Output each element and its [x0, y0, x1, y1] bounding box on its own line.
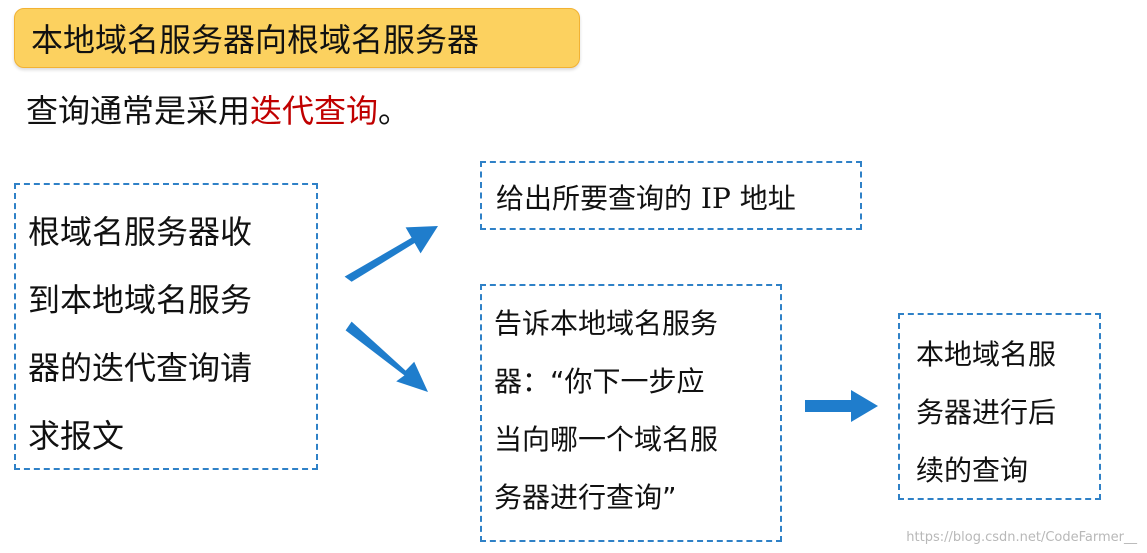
mid-box-line-2: 器：“你下一步应 [494, 365, 705, 398]
arrow-up-right [344, 226, 438, 282]
mid-box-line-4: 务器进行查询” [494, 481, 677, 514]
ip-box-text-after: 地址 [730, 182, 796, 215]
give-ip-address-box: 给出所要查询的 IP 地址 [480, 161, 862, 230]
right-box-line-3: 续的查询 [916, 454, 1029, 487]
ip-box-text-before: 给出所要查询的 [496, 182, 701, 215]
ip-box-ip-label: IP [700, 182, 731, 215]
subtitle-end: 。 [378, 92, 411, 130]
arrow-down-right [345, 321, 428, 392]
left-box-line-4: 求报文 [28, 417, 125, 455]
right-box-line-2: 务器进行后 [916, 396, 1057, 429]
subtitle: 查询通常是采用迭代查询。 [26, 86, 410, 132]
referral-box: 告诉本地域名服务 器：“你下一步应 当向哪一个域名服 务器进行查询” [480, 284, 782, 542]
subtitle-text: 查询通常是采用 [26, 92, 251, 130]
watermark: https://blog.csdn.net/CodeFarmer__ [906, 530, 1137, 545]
mid-box-line-1: 告诉本地域名服务 [494, 307, 719, 340]
root-server-receives-box: 根域名服务器收 到本地域名服务 器的迭代查询请 求报文 [14, 183, 318, 470]
ip-box-text: 给出所要查询的 IP 地址 [496, 177, 796, 217]
right-box-line-1: 本地域名服 [916, 338, 1057, 371]
local-server-continues-box: 本地域名服 务器进行后 续的查询 [898, 313, 1101, 500]
left-box-line-2: 到本地域名服务 [28, 281, 253, 319]
left-box-line-1: 根域名服务器收 [28, 213, 253, 251]
mid-box-line-3: 当向哪一个域名服 [494, 423, 719, 456]
arrow-right [805, 390, 878, 422]
subtitle-highlight: 迭代查询 [250, 92, 379, 130]
title-banner: 本地域名服务器向根域名服务器 [14, 8, 580, 68]
left-box-line-3: 器的迭代查询请 [28, 349, 253, 387]
title-text: 本地域名服务器向根域名服务器 [31, 21, 480, 59]
